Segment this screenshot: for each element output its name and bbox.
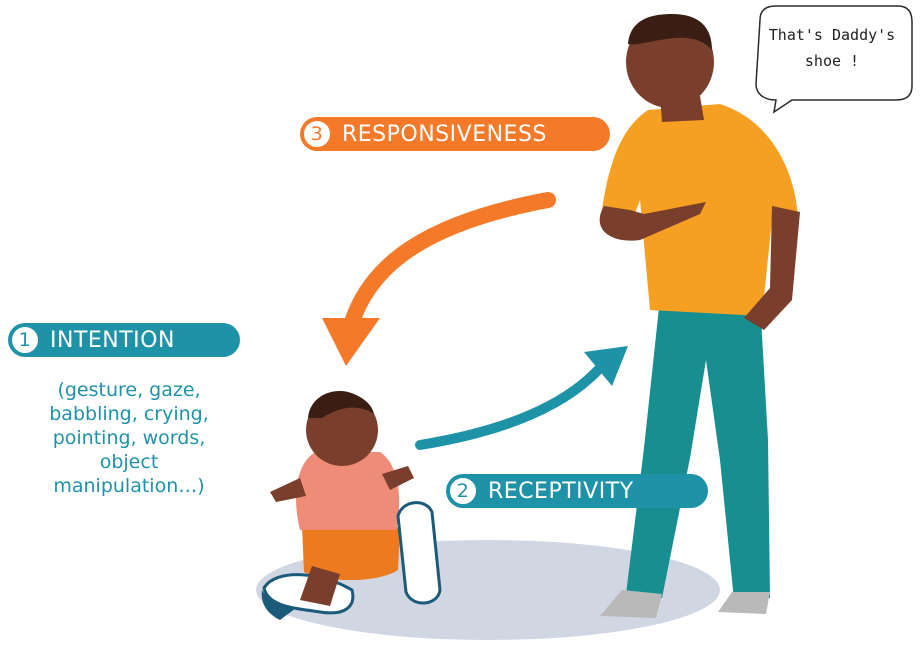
responsiveness-arrow-icon xyxy=(322,192,556,366)
responsiveness-text: RESPONSIVENESS xyxy=(342,121,547,147)
receptivity-number: 2 xyxy=(448,476,478,506)
intention-number: 1 xyxy=(10,325,40,355)
receptivity-text: RECEPTIVITY xyxy=(488,478,634,504)
receptivity-arrow-icon xyxy=(415,346,628,450)
speech-bubble-text: That's Daddy's shoe ! xyxy=(768,26,896,70)
father-figure xyxy=(599,14,800,618)
baby-figure xyxy=(261,391,442,620)
responsiveness-label: 3 RESPONSIVENESS xyxy=(300,117,610,151)
intention-text: INTENTION xyxy=(50,327,175,353)
speech-bubble-icon xyxy=(755,5,913,114)
intention-description: (gesture, gaze, babbling, crying, pointi… xyxy=(49,379,209,497)
receptivity-label: 2 RECEPTIVITY xyxy=(446,474,708,508)
responsiveness-number: 3 xyxy=(302,119,332,149)
intention-label: 1 INTENTION xyxy=(8,323,240,357)
